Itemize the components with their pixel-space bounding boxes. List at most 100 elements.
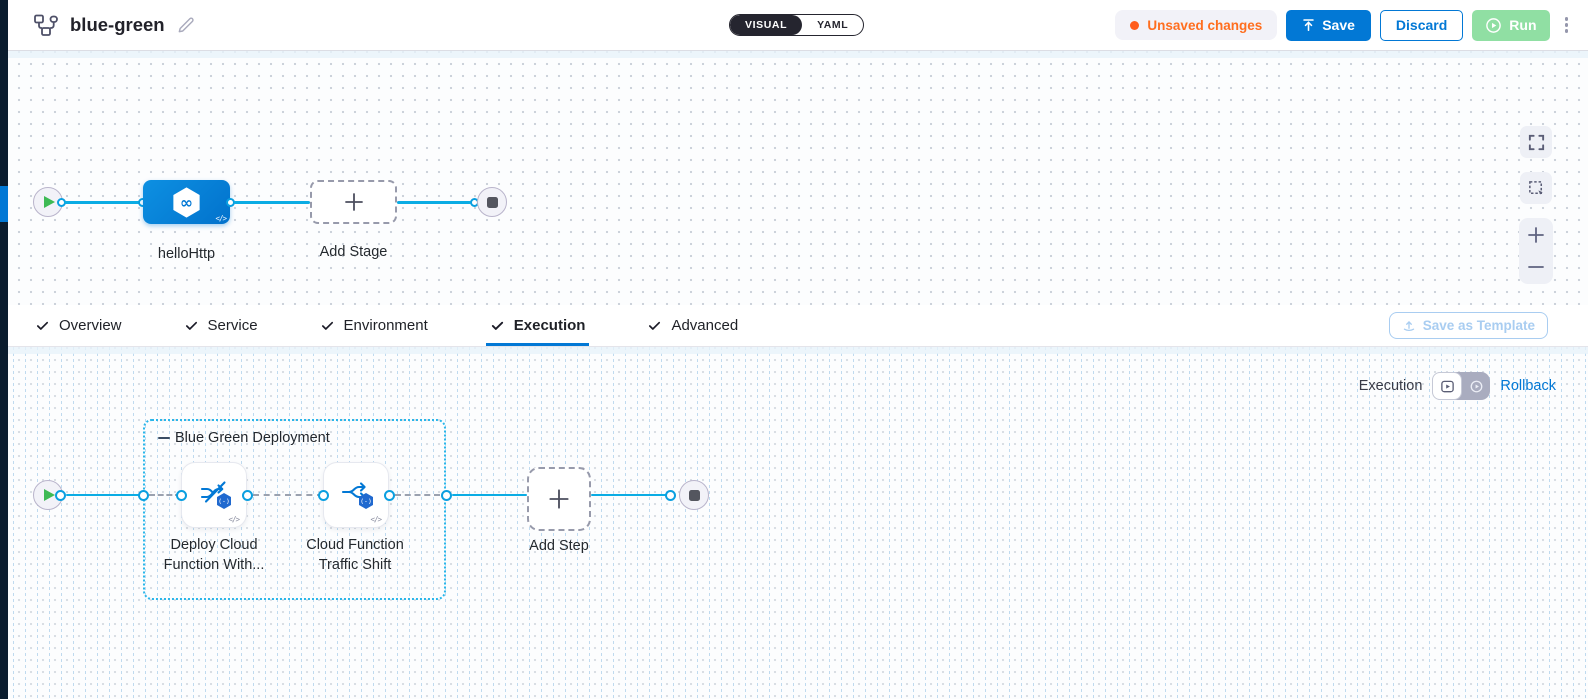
step-group-label: Blue Green Deployment — [175, 430, 330, 446]
execution-rollback-toggle[interactable] — [1432, 372, 1491, 400]
edit-pencil-icon[interactable] — [176, 16, 195, 35]
svg-text:(-): (-) — [360, 498, 372, 506]
connector-point — [241, 489, 253, 501]
add-stage-button[interactable] — [310, 180, 397, 224]
discard-button-label: Discard — [1395, 17, 1448, 33]
save-as-template-button[interactable]: Save as Template — [1388, 312, 1548, 339]
left-nav-strip[interactable] — [0, 0, 8, 699]
add-step-button[interactable] — [527, 467, 591, 531]
pipeline-icon — [33, 12, 59, 38]
deploy-no-traffic-icon — [200, 481, 226, 503]
multi-select-button[interactable] — [1520, 172, 1552, 204]
discard-button[interactable]: Discard — [1379, 9, 1464, 41]
canvas-top-tint — [8, 347, 1588, 354]
step-label: Cloud Function Traffic Shift — [306, 537, 404, 573]
plus-icon — [549, 489, 569, 509]
tab-label: Service — [207, 317, 258, 334]
connector-point — [440, 489, 452, 501]
dashed-connector — [149, 494, 181, 496]
left-nav-active-indicator — [0, 186, 8, 222]
unsaved-changes-badge: Unsaved changes — [1115, 10, 1278, 40]
tab-service[interactable]: Service — [184, 305, 258, 346]
check-icon — [185, 321, 197, 330]
stop-icon — [688, 489, 700, 501]
svg-text:∞: ∞ — [180, 193, 193, 211]
execution-play-icon — [1441, 380, 1454, 392]
tab-environment[interactable]: Environment — [320, 305, 428, 346]
gcf-badge-icon: (-) — [359, 493, 373, 509]
code-icon: </> — [228, 515, 240, 524]
template-upload-icon — [1403, 320, 1414, 331]
run-button-label: Run — [1509, 17, 1537, 33]
add-step-label: Add Step — [529, 538, 589, 554]
collapse-dash-icon[interactable] — [158, 436, 170, 440]
connector-line — [452, 493, 527, 496]
check-icon — [36, 321, 49, 330]
save-button-label: Save — [1322, 17, 1355, 33]
connector-line — [397, 201, 471, 204]
tab-label: Environment — [343, 317, 428, 334]
visual-yaml-toggle: VISUAL YAML — [728, 14, 865, 36]
more-options-kebab-icon[interactable] — [1559, 13, 1575, 37]
header: blue-green VISUAL YAML Unsaved changes S… — [8, 0, 1588, 51]
code-icon: </> — [370, 515, 382, 524]
zoom-out-button[interactable] — [1524, 256, 1548, 278]
step-group-label-row: Blue Green Deployment — [158, 430, 330, 446]
execution-canvas: Execution Rollback — [8, 347, 1588, 699]
connector-line — [591, 493, 667, 496]
code-icon: </> — [215, 214, 227, 223]
plus-icon — [1528, 227, 1544, 243]
connector-line — [234, 201, 310, 204]
connector-point — [175, 489, 187, 501]
tab-label: Execution — [513, 317, 586, 334]
connector-point — [225, 197, 235, 207]
tab-overview[interactable]: Overview — [35, 305, 122, 346]
gcf-badge-icon: (-) — [217, 493, 231, 509]
fullscreen-icon — [1528, 134, 1544, 150]
connector-line — [64, 201, 144, 204]
run-button[interactable]: Run — [1472, 9, 1550, 41]
connector-point — [137, 489, 149, 501]
marquee-select-icon — [1528, 180, 1543, 195]
stage-node-hellohttp[interactable]: ∞ </> — [143, 180, 230, 224]
rollback-segment[interactable] — [1462, 372, 1490, 400]
check-icon — [321, 321, 333, 330]
step-deploy-cloud-function[interactable]: (-) </> — [181, 462, 247, 528]
save-upload-icon — [1303, 19, 1314, 31]
stage-label: helloHttp — [157, 246, 216, 262]
serverless-stage-icon: ∞ — [173, 186, 200, 218]
check-icon — [491, 321, 503, 330]
plus-icon — [344, 193, 363, 211]
start-play-icon — [44, 196, 55, 208]
toggle-visual[interactable]: VISUAL — [730, 15, 803, 35]
tab-execution[interactable]: Execution — [485, 305, 590, 346]
tab-advanced[interactable]: Advanced — [647, 305, 738, 346]
tab-label: Overview — [59, 317, 122, 334]
fullscreen-button[interactable] — [1520, 126, 1552, 158]
rollback-link[interactable]: Rollback — [1500, 378, 1556, 394]
tab-label: Advanced — [671, 317, 739, 334]
stage-config-tabbar: Overview Service Environment Execution A… — [8, 305, 1588, 347]
canvas-top-tint — [8, 51, 1588, 58]
unsaved-dot-icon — [1130, 20, 1140, 30]
check-icon — [649, 321, 661, 330]
stage-canvas: ∞ </> helloHttp Add Stage — [8, 51, 1588, 305]
zoom-in-button[interactable] — [1524, 224, 1548, 246]
unsaved-changes-label: Unsaved changes — [1147, 17, 1263, 33]
step-group-blue-green[interactable]: Blue Green Deployment — [143, 419, 446, 600]
execution-segment[interactable] — [1432, 372, 1463, 400]
svg-text:(-): (-) — [218, 498, 230, 506]
toggle-yaml[interactable]: YAML — [817, 19, 849, 31]
add-stage-label: Add Stage — [319, 244, 388, 260]
save-button[interactable]: Save — [1286, 9, 1371, 41]
rollback-icon — [1470, 380, 1483, 392]
dashed-connector — [253, 494, 323, 496]
connector-point — [383, 489, 395, 501]
run-play-icon — [1486, 17, 1502, 33]
connector-line — [66, 493, 143, 496]
step-traffic-shift[interactable]: (-) </> — [323, 462, 389, 528]
save-as-template-label: Save as Template — [1422, 318, 1535, 333]
execution-end-node — [679, 480, 709, 510]
dashed-connector — [395, 494, 440, 496]
page-title: blue-green — [70, 14, 165, 35]
